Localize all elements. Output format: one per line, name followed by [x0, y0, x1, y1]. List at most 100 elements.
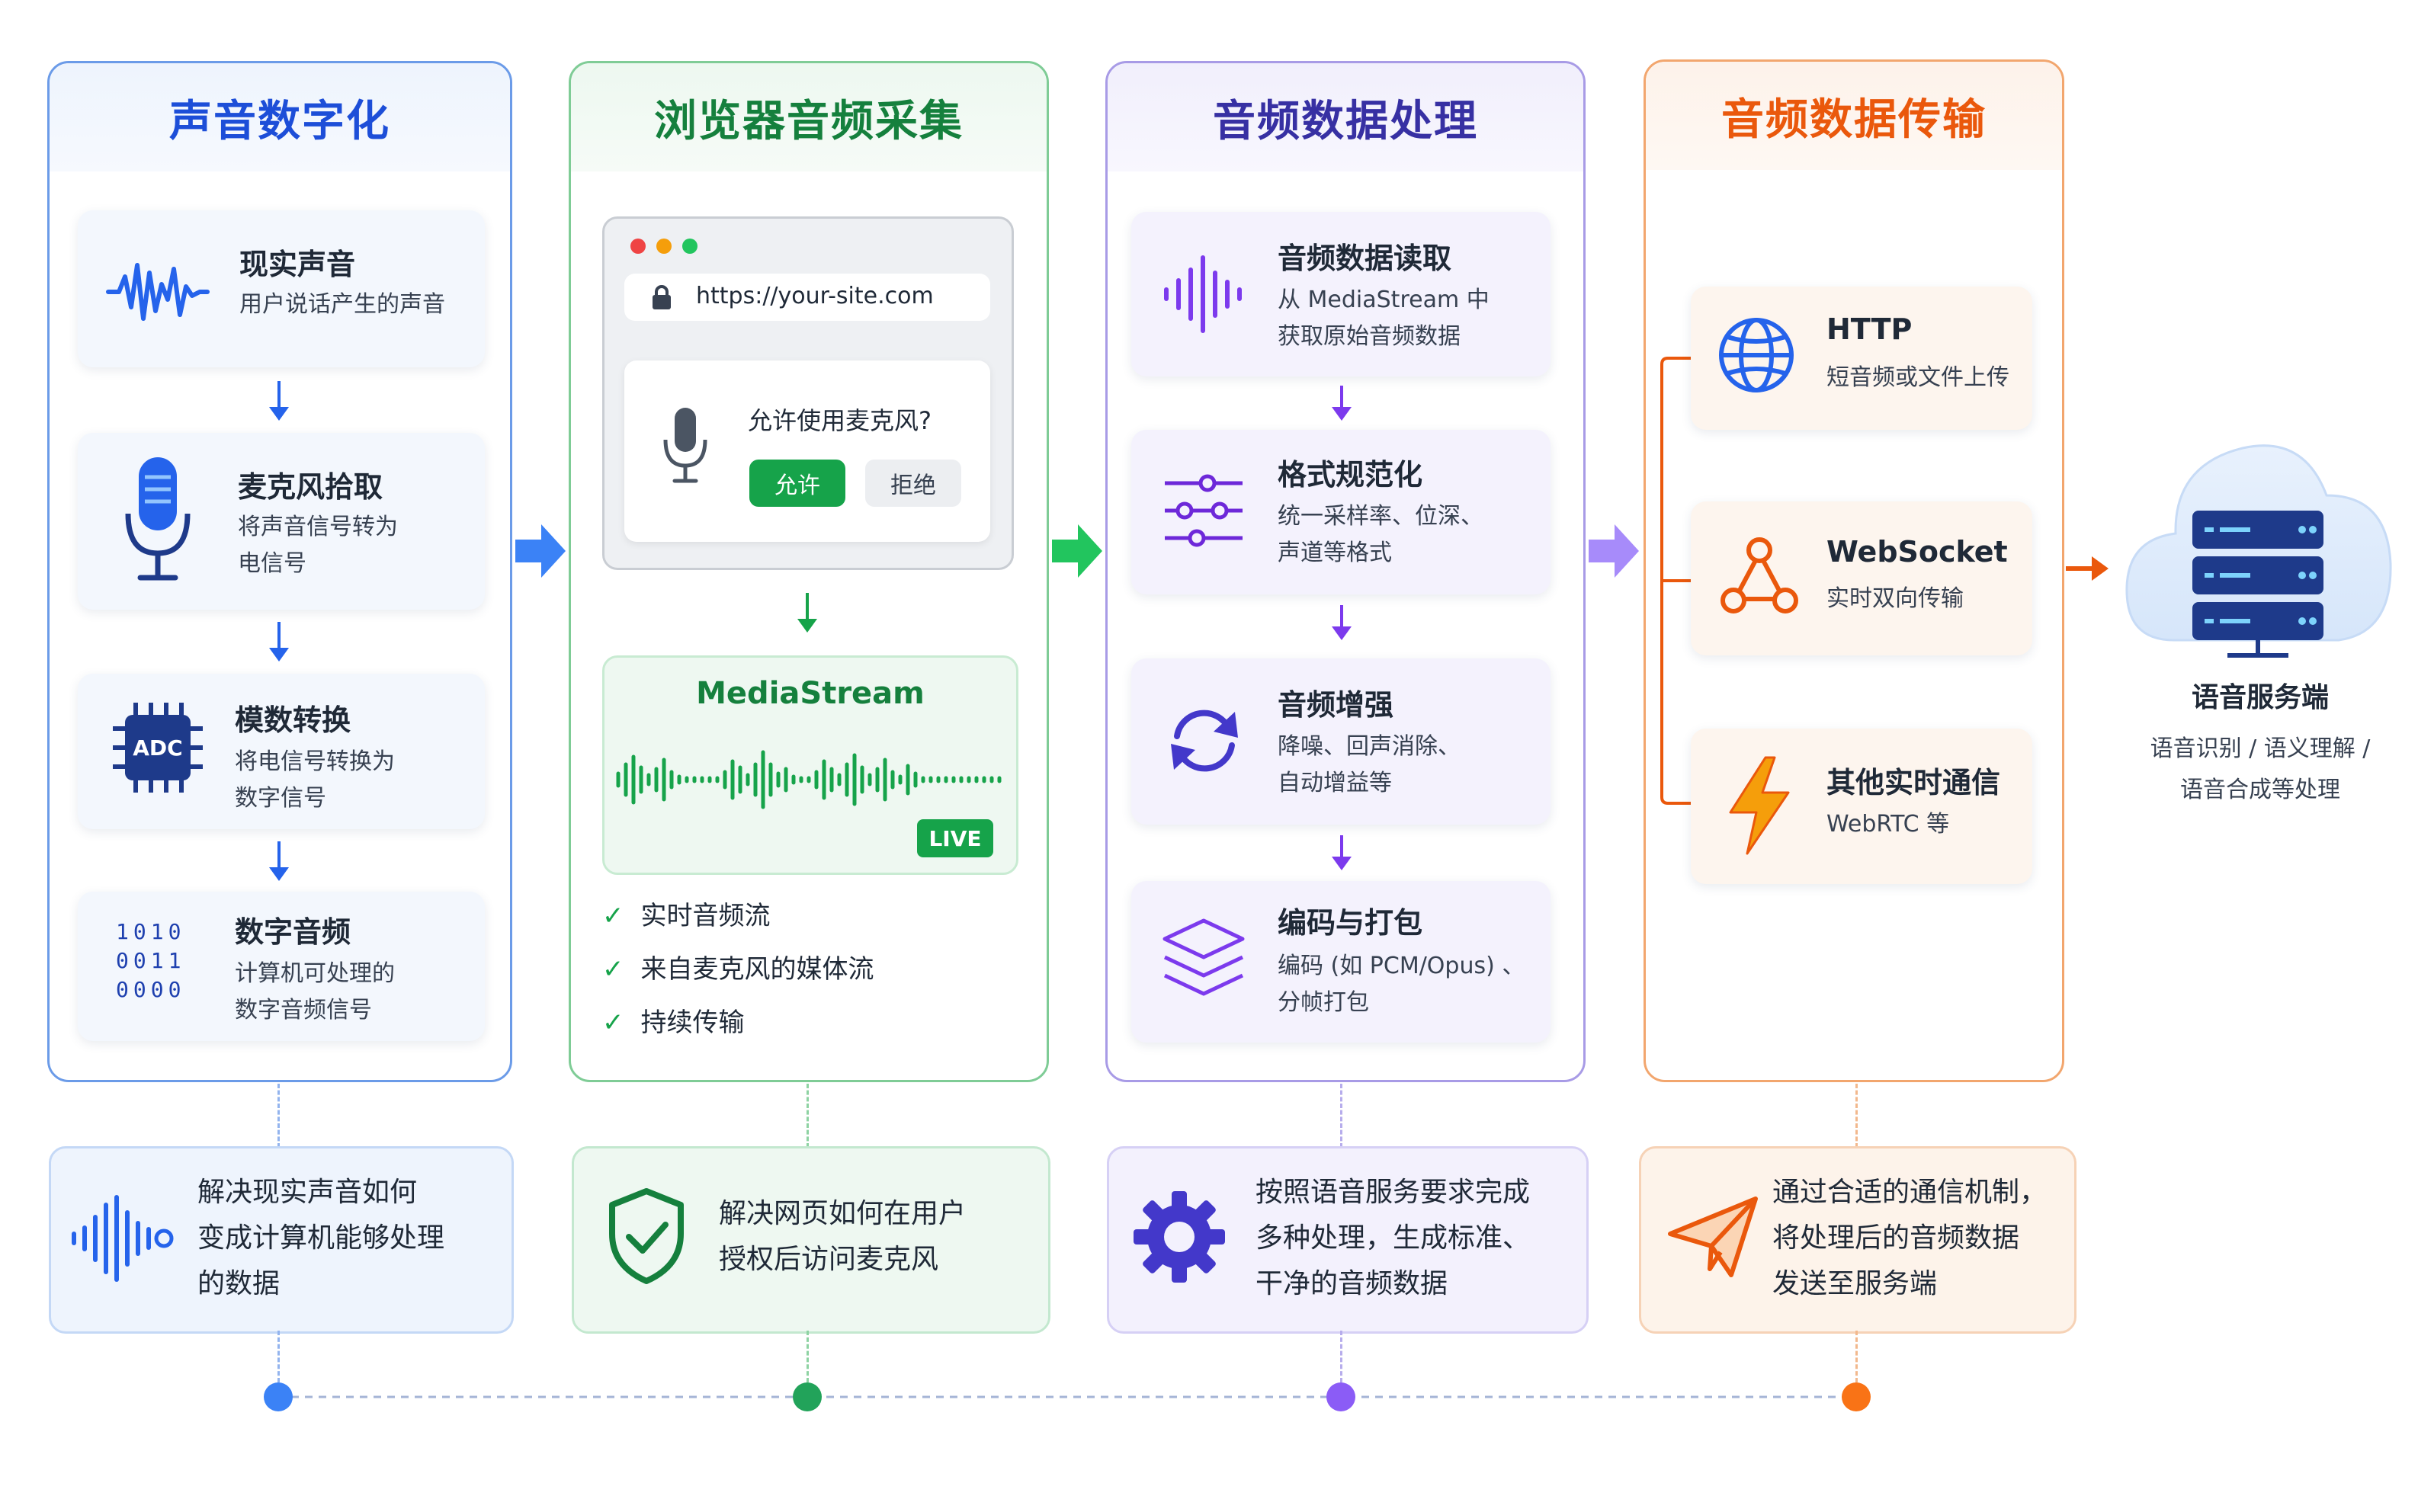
binary-row: 0011: [116, 948, 186, 973]
card-realtime: 其他实时通信 WebRTC 等: [1691, 729, 2032, 884]
share-nodes-icon: [1720, 537, 1798, 613]
card-desc: 计算机可处理的 数字音频信号: [235, 960, 395, 1023]
bracket-connector: [1660, 357, 1694, 805]
arrow-down: [1332, 605, 1352, 640]
summary-text: 解决现实声音如何 变成计算机能够处理 的数据: [197, 1177, 445, 1299]
arrow-down: [269, 622, 289, 662]
allow-button[interactable]: 允许: [749, 460, 845, 507]
card-desc: 将电信号转换为 数字信号: [235, 748, 395, 812]
sound-wave-icon: [106, 263, 210, 321]
sliders-icon: [1165, 474, 1243, 547]
window-maximize-dot: [682, 239, 698, 254]
url-text: https://your-site.com: [696, 283, 934, 309]
window-minimize-dot: [656, 239, 672, 254]
binary-icon: 1010 0011 0000: [116, 918, 207, 1004]
card-desc: 用户说话产生的声音: [239, 291, 445, 318]
timeline-dot: [793, 1382, 822, 1411]
card-format: 格式规范化 统一采样率、位深、 声道等格式: [1131, 430, 1551, 594]
card-title: 音频增强: [1278, 688, 1394, 722]
card-title: 其他实时通信: [1826, 766, 2001, 799]
feature-item: ✓ 实时音频流: [602, 895, 771, 932]
flow-arrow-right-icon: [1052, 524, 1102, 578]
summary-box-processing: 按照语音服务要求完成 多种处理，生成标准、 干净的音频数据: [1107, 1146, 1589, 1334]
window-close-dot: [630, 239, 646, 254]
dashed-connector: [1340, 1331, 1342, 1382]
cloud-server-icon: [2125, 444, 2392, 658]
lock-icon: [653, 285, 671, 309]
timeline-dot: [1842, 1382, 1871, 1411]
summary-box-digitize: 解决现实声音如何 变成计算机能够处理 的数据: [49, 1146, 514, 1334]
column-title: 声音数字化: [50, 63, 510, 171]
card-enhance: 音频增强 降噪、回声消除、 自动增益等: [1131, 658, 1551, 825]
feature-label: 持续传输: [640, 1007, 745, 1038]
permission-prompt: 允许使用麦克风?: [748, 406, 932, 435]
adc-label: ADC: [133, 735, 183, 761]
card-title: HTTP: [1826, 312, 1913, 346]
card-microphone: 麦克风拾取 将声音信号转为 电信号: [78, 433, 485, 610]
dashed-connector: [1340, 1084, 1342, 1148]
card-digital-audio: 1010 0011 0000 数字音频 计算机可处理的 数字音频信号: [78, 892, 485, 1041]
card-desc: 统一采样率、位深、 声道等格式: [1278, 503, 1483, 566]
audio-waveform-icon: [616, 750, 1002, 809]
timeline-line: [277, 1395, 1855, 1398]
gear-icon: [1134, 1191, 1225, 1283]
timeline-dot: [1326, 1382, 1355, 1411]
check-icon: ✓: [602, 901, 624, 931]
summary-text: 按照语音服务要求完成 多种处理，生成标准、 干净的音频数据: [1256, 1177, 1531, 1299]
arrow-down: [269, 381, 289, 421]
sound-wave-icon: [72, 1195, 174, 1282]
server-title: 语音服务端: [2191, 682, 2329, 713]
timeline-dot: [264, 1382, 293, 1411]
chip-pins-icon: [113, 703, 203, 793]
feature-label: 实时音频流: [640, 901, 771, 931]
card-http: HTTP 短音频或文件上传: [1691, 287, 2032, 430]
flow-arrow-right-icon: [1589, 524, 1639, 578]
dashed-connector: [807, 1331, 809, 1382]
permission-dialog: 允许使用麦克风? 允许 拒绝: [624, 360, 990, 542]
check-icon: ✓: [602, 954, 624, 985]
card-encode: 编码与打包 编码 (如 PCM/Opus) 、 分帧打包: [1131, 881, 1551, 1043]
binary-row: 1010: [116, 919, 186, 944]
deny-button[interactable]: 拒绝: [865, 460, 961, 507]
card-desc: 从 MediaStream 中 获取原始音频数据: [1278, 287, 1490, 350]
arrow-right-icon: [2066, 556, 2109, 581]
column-title: 浏览器音频采集: [571, 63, 1047, 171]
card-desc: WebRTC 等: [1826, 811, 1950, 838]
summary-box-transport: 通过合适的通信机制， 将处理后的音频数据 发送至服务端: [1639, 1146, 2076, 1334]
card-real-sound: 现实声音 用户说话产生的声音: [78, 210, 485, 367]
sound-wave-icon: [1164, 255, 1242, 333]
flow-arrow-right-icon: [515, 524, 566, 578]
arrow-down: [797, 593, 817, 633]
microphone-icon: [125, 457, 191, 581]
feature-item: ✓ 来自麦克风的媒体流: [602, 948, 874, 985]
card-title: 数字音频: [235, 915, 351, 949]
mediastream-card: MediaStream LIVE: [602, 655, 1018, 875]
globe-icon: [1719, 318, 1794, 392]
dashed-connector: [277, 1084, 280, 1148]
card-title: 现实声音: [239, 248, 356, 281]
card-desc: 将声音信号转为 电信号: [238, 514, 398, 577]
summary-text: 通过合适的通信机制， 将处理后的音频数据 发送至服务端: [1772, 1177, 2048, 1299]
column-title: 音频数据传输: [1646, 62, 2062, 170]
feature-label: 来自麦克风的媒体流: [640, 954, 874, 985]
browser-window: https://your-site.com 允许使用麦克风? 允许 拒绝: [602, 216, 1014, 570]
card-title: 模数转换: [235, 703, 351, 737]
adc-chip-icon: ADC: [113, 703, 203, 793]
binary-row: 0000: [116, 977, 186, 1002]
address-bar[interactable]: https://your-site.com: [624, 274, 990, 321]
refresh-icon: [1171, 710, 1238, 772]
arrow-down: [1332, 835, 1352, 870]
card-title: 音频数据读取: [1278, 242, 1452, 275]
live-badge: LIVE: [917, 819, 993, 857]
card-desc: 实时双向传输: [1826, 585, 1964, 612]
card-desc: 短音频或文件上传: [1826, 364, 2009, 391]
summary-text: 解决网页如何在用户 授权后访问麦克风: [719, 1198, 967, 1275]
microphone-icon: [663, 408, 707, 483]
dashed-connector: [277, 1331, 280, 1382]
layers-icon: [1162, 918, 1245, 996]
column-title: 音频数据处理: [1108, 63, 1583, 171]
arrow-down: [1332, 386, 1352, 421]
card-websocket: WebSocket 实时双向传输: [1691, 501, 2032, 655]
shield-check-icon: [609, 1188, 684, 1284]
card-title: 麦克风拾取: [238, 470, 383, 504]
